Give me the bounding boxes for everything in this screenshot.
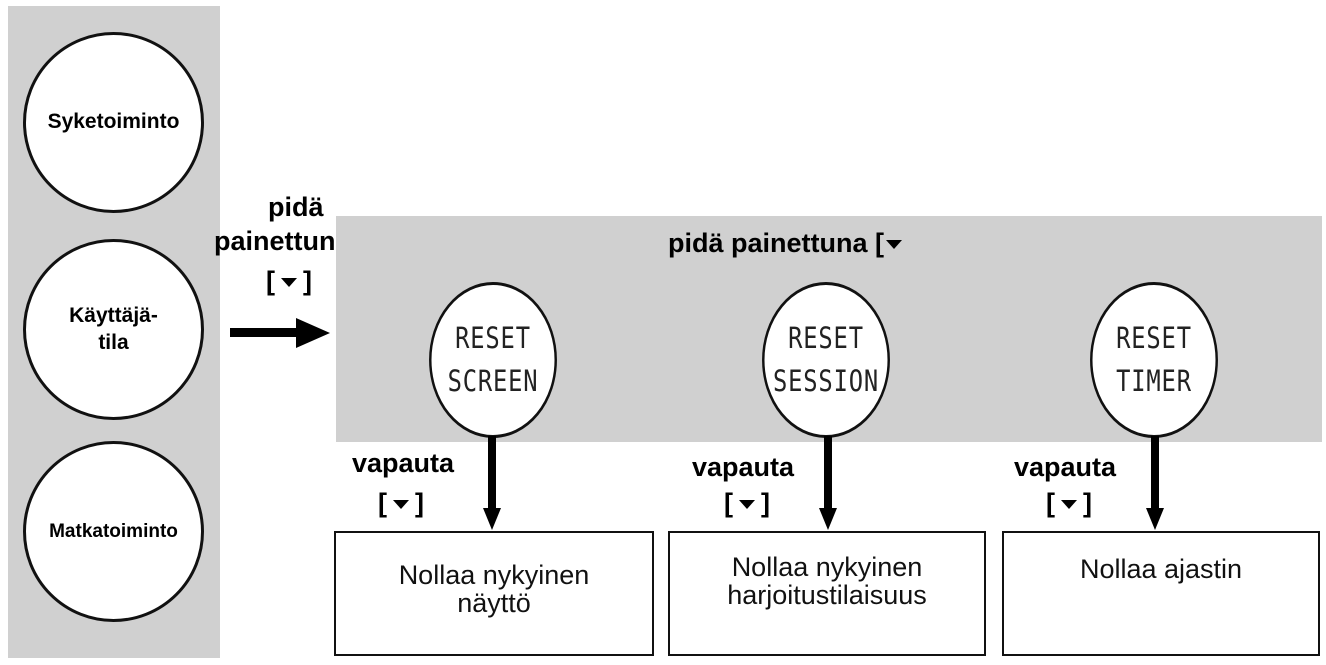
bracket: [	[378, 488, 387, 518]
result-reset-session: Nollaa nykyinen harjoitustilaisuus	[668, 531, 986, 656]
result-line: Nollaa nykyinen	[398, 560, 590, 590]
reset-session-button: RESET SESSION	[762, 282, 890, 438]
reset-screen-button: RESET SCREEN	[429, 282, 557, 438]
hold-label-text: pidä painettuna	[668, 228, 868, 258]
hold-label-top: pidä painettuna [	[668, 228, 904, 260]
bracket: [	[1046, 488, 1055, 518]
reset-line: RESET	[455, 320, 531, 355]
bracket: [	[875, 228, 885, 258]
bracket: [	[266, 266, 275, 296]
release-label: vapauta	[1014, 452, 1116, 484]
mode-heart-rate: Syketoiminto	[23, 32, 204, 213]
release-text: vapauta	[1014, 452, 1117, 482]
mode-panel: Syketoiminto Käyttäjä- tila Matkatoimint…	[8, 6, 220, 658]
down-arrow-icon	[1146, 508, 1164, 530]
hold-label-line: painettuna	[214, 226, 351, 256]
down-triangle-icon	[1061, 500, 1077, 510]
reset-line: SESSION	[773, 364, 879, 398]
bracket: ]	[415, 488, 424, 518]
down-triangle-icon	[739, 500, 755, 510]
down-arrow-shaft	[824, 436, 832, 512]
result-line: Nollaa ajastin	[1079, 554, 1243, 584]
release-label: vapauta	[692, 452, 794, 484]
result-line: näyttö	[457, 588, 531, 619]
reset-line: TIMER	[1116, 364, 1192, 398]
release-text: vapauta	[352, 448, 455, 478]
down-arrow-icon	[819, 508, 837, 530]
down-key-left: []	[266, 266, 312, 297]
down-key: []	[1046, 488, 1092, 519]
hold-label-left-2: painettuna	[214, 226, 351, 258]
result-reset-timer: Nollaa ajastin	[1002, 531, 1320, 656]
reset-timer-button: RESET TIMER	[1090, 282, 1218, 438]
release-text: vapauta	[692, 452, 795, 482]
result-line: harjoitustilaisuus	[727, 580, 927, 611]
right-arrow-icon	[230, 318, 330, 348]
hold-label-left: pidä	[268, 192, 324, 224]
mode-label: Käyttäjä- tila	[69, 304, 158, 354]
mode-label: Syketoiminto	[47, 110, 180, 134]
mode-user: Käyttäjä- tila	[23, 239, 204, 420]
bracket: ]	[761, 488, 770, 518]
result-reset-screen: Nollaa nykyinen näyttö	[334, 531, 654, 656]
reset-line: RESET	[1116, 320, 1192, 355]
down-key: []	[378, 488, 424, 519]
bracket: ]	[1083, 488, 1092, 518]
reset-line: RESET	[788, 320, 864, 355]
down-key: []	[724, 488, 770, 519]
hold-label-line: pidä	[268, 192, 324, 222]
down-arrow-shaft	[1151, 436, 1159, 512]
mode-label: Matkatoiminto	[49, 520, 178, 542]
down-triangle-icon	[281, 278, 297, 288]
result-line: Nollaa nykyinen	[731, 552, 923, 582]
reset-line: SCREEN	[447, 364, 539, 398]
down-triangle-icon	[886, 240, 903, 250]
mode-trip: Matkatoiminto	[23, 441, 204, 622]
down-triangle-icon	[393, 500, 409, 510]
down-arrow-icon	[483, 508, 501, 530]
down-arrow-shaft	[488, 436, 496, 512]
bracket: [	[724, 488, 733, 518]
bracket: ]	[303, 266, 312, 296]
release-label: vapauta	[352, 448, 454, 480]
